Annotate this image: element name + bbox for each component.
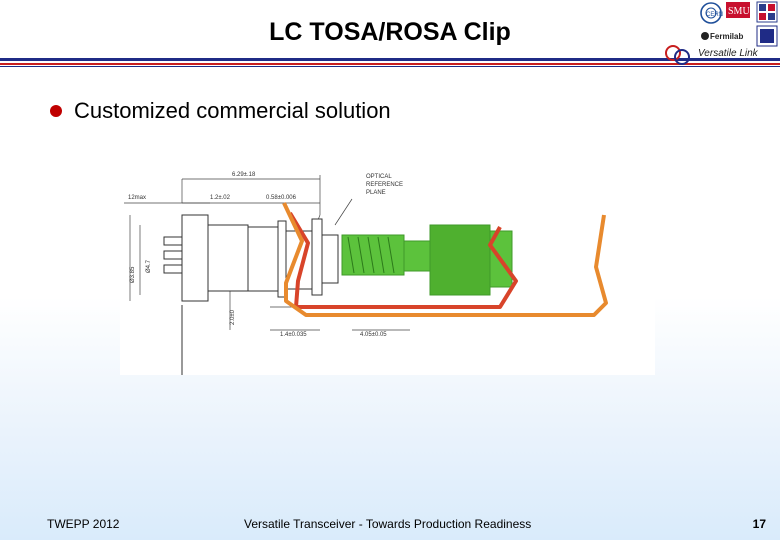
header-rule-red	[0, 63, 780, 65]
dim-left2: Ø4.7	[146, 259, 152, 273]
tosa-body	[163, 214, 339, 375]
clip-orange-outline	[282, 202, 608, 317]
svg-text:Fermilab: Fermilab	[710, 32, 743, 41]
bullet-dot-icon	[50, 105, 62, 117]
footer-event: TWEPP 2012	[47, 517, 120, 531]
versatile-link-label: Versatile Link	[698, 48, 758, 59]
slide-title: LC TOSA/ROSA Clip	[269, 18, 511, 46]
dim-left1: Ø3.85	[130, 266, 136, 283]
header-rule-blue	[0, 58, 780, 61]
label-plane: PLANE	[366, 190, 386, 196]
svg-text:CERN: CERN	[706, 12, 723, 18]
dim-vert: 2.0±0	[230, 309, 236, 325]
page-number: 17	[752, 517, 766, 531]
cern-logo-icon: CERN	[700, 2, 723, 24]
university-crest-icon	[756, 1, 778, 23]
dim-058: 0.58±0.006	[266, 195, 297, 201]
footer-title: Versatile Transceiver - Towards Producti…	[244, 517, 532, 531]
header-rule-blue-thin	[0, 66, 780, 67]
ferrule-green	[341, 224, 513, 296]
dim-bottom1: 1.4±0.035	[280, 332, 307, 338]
dim-12: 1.2±.02	[210, 195, 231, 201]
tosa-rosa-clip-figure: 6.29±.18 12max 1.2±.02 0.58±0.006 OPTICA…	[120, 155, 655, 375]
dim-12max: 12max	[128, 195, 146, 201]
bullet-item: Customized commercial solution	[50, 98, 391, 124]
institution-logos: CERN SMU Fermilab	[697, 0, 780, 50]
label-optical: OPTICAL	[366, 174, 392, 180]
label-reference: REFERENCE	[366, 182, 403, 188]
dimension-lines	[124, 175, 410, 331]
svg-text:SMU: SMU	[728, 6, 750, 17]
dim-top: 6.29±.18	[232, 172, 256, 178]
oxford-like-crest-icon	[756, 25, 778, 47]
bullet-text: Customized commercial solution	[74, 98, 391, 123]
clip-red-outline	[288, 211, 518, 309]
dim-bottom2: 4.05±0.05	[360, 332, 387, 338]
clip-drawing: 6.29±.18 12max 1.2±.02 0.58±0.006 OPTICA…	[124, 172, 608, 375]
fermilab-logo-icon: Fermilab	[701, 32, 743, 41]
versatile-link-logo-icon	[665, 45, 690, 65]
smu-logo-icon: SMU	[726, 2, 750, 18]
